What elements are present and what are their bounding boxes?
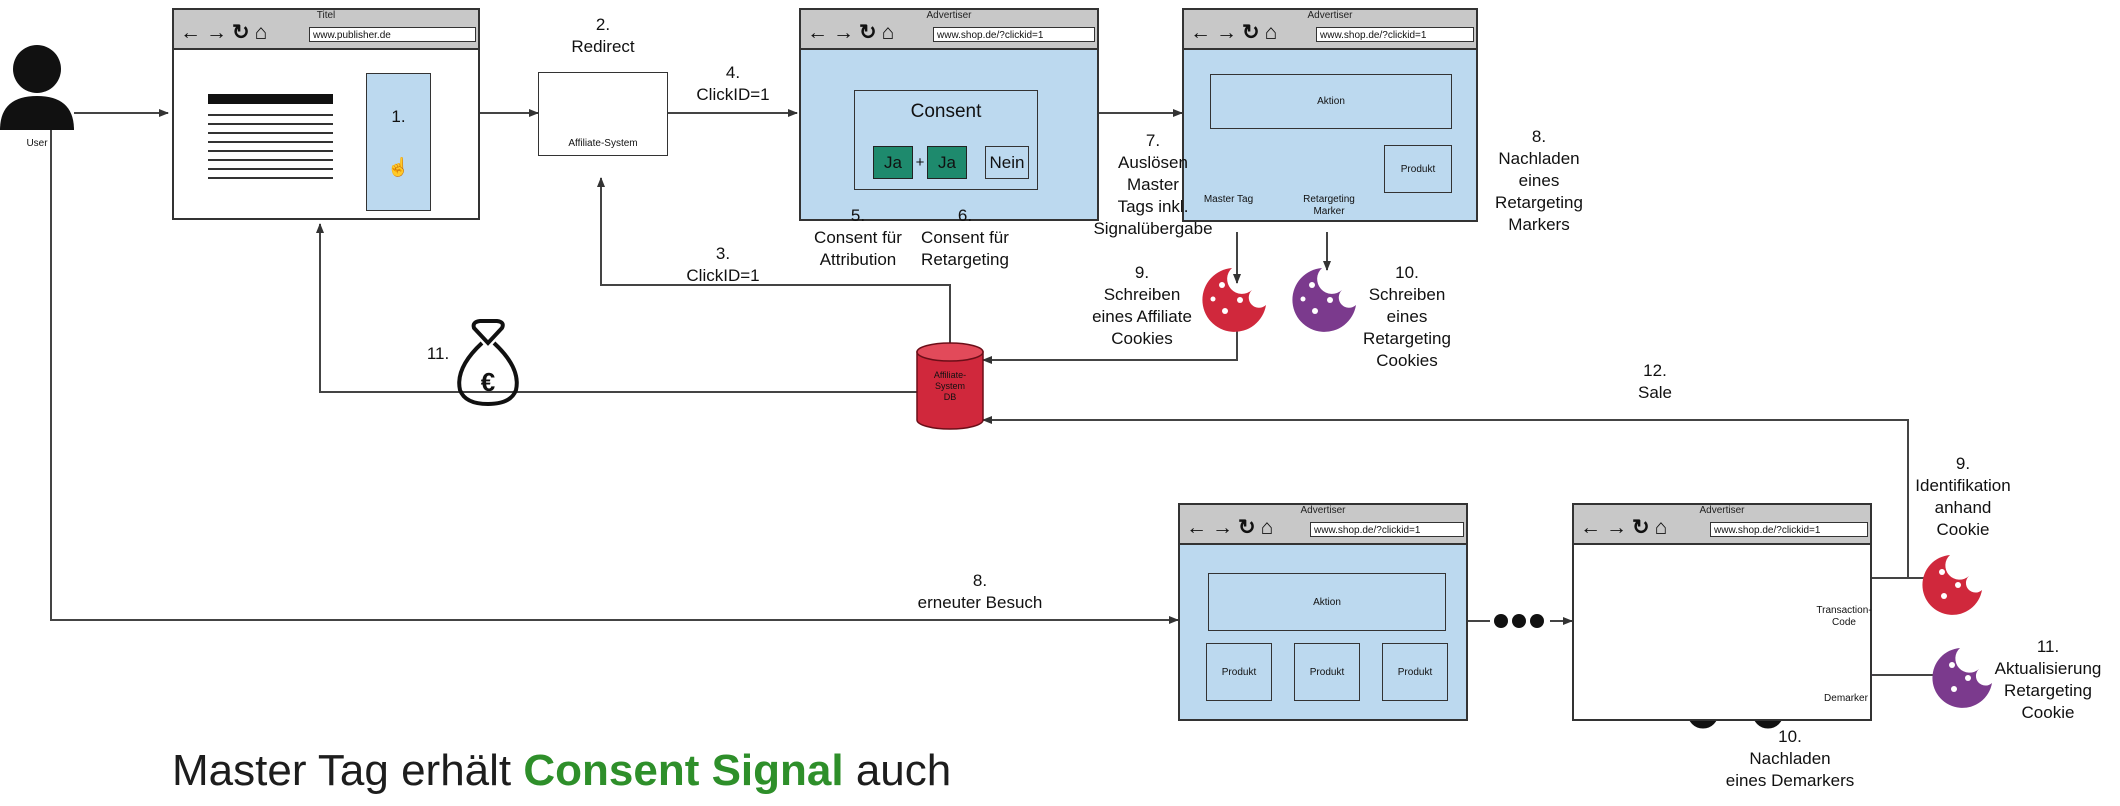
arrow-clickid-to-affiliate xyxy=(597,177,951,375)
browser-chrome: Advertiser ←→↻⌂ www.shop.de/?clickid=1 xyxy=(1180,505,1466,545)
aktion-box[interactable]: Aktion xyxy=(1210,74,1452,129)
db-label: Affiliate- System DB xyxy=(933,370,967,402)
publisher-window[interactable]: Titel ←→↻⌂ www.publisher.de 1. ☝ xyxy=(172,8,480,220)
aktion-box[interactable]: Aktion xyxy=(1208,573,1446,631)
money-bag-icon: € xyxy=(457,319,519,407)
headline-bar xyxy=(208,94,333,104)
advertiser-cart-window[interactable]: Advertiser ←→↻⌂ www.shop.de/?clickid=1 T… xyxy=(1572,503,1872,721)
identification-cookie-icon xyxy=(1922,555,1982,615)
consent-dialog: Consent xyxy=(854,90,1038,190)
window-title: Advertiser xyxy=(1699,505,1745,516)
advertiser-top-content: Aktion Produkt Master Tag Retargeting Ma… xyxy=(1184,50,1476,220)
step-9-bottom-label: 9. Identifikation anhand Cookie xyxy=(1915,454,2011,539)
step-10-top-label: 10. Schreiben eines Retargeting Cookies xyxy=(1363,263,1451,370)
browser-chrome: Advertiser ←→↻⌂ www.shop.de/?clickid=1 xyxy=(1574,505,1870,545)
advertiser-window-top[interactable]: Advertiser ←→↻⌂ www.shop.de/?clickid=1 A… xyxy=(1182,8,1478,222)
affiliate-cookie-icon xyxy=(1202,268,1266,332)
consent-nein-button[interactable]: Nein xyxy=(985,146,1029,179)
text-lines xyxy=(208,114,333,116)
svg-text:€: € xyxy=(481,367,495,397)
consent-content: Consent Ja + Ja Nein xyxy=(801,50,1097,219)
browser-chrome: Titel ←→↻⌂ www.publisher.de xyxy=(174,10,478,50)
produkt-box-3[interactable]: Produkt xyxy=(1382,643,1448,701)
transaction-code-label: Transaction- Code xyxy=(1816,605,1872,628)
slide-heading: Master Tag erhält Consent Signal auch xyxy=(172,746,951,796)
address-bar[interactable]: www.shop.de/?clickid=1 xyxy=(933,27,1095,42)
step-4-label: 4. ClickID=1 xyxy=(696,63,770,104)
ad-banner[interactable]: 1. ☝ xyxy=(366,73,431,211)
step-8-bottom-label: 8. erneuter Besuch xyxy=(917,571,1043,612)
arrow-sale-to-db xyxy=(982,416,1909,578)
updated-retargeting-cookie-icon xyxy=(1932,648,1992,708)
heading-prefix: Master Tag erhält xyxy=(172,746,524,795)
browser-chrome: Advertiser ←→↻⌂ www.shop.de/?clickid=1 xyxy=(801,10,1097,50)
consent-ja-retargeting-button[interactable]: Ja xyxy=(927,146,967,179)
ellipsis-dots xyxy=(1494,614,1544,628)
advertiser-cart-content: Transaction- Code Demarker xyxy=(1574,545,1872,719)
affiliate-system-label: Affiliate-System xyxy=(568,138,638,149)
window-title: Advertiser xyxy=(1300,505,1346,516)
produkt-box[interactable]: Produkt xyxy=(1384,145,1452,193)
nav-icons[interactable]: ←→↻⌂ xyxy=(180,21,273,44)
window-title: Titel xyxy=(316,10,336,21)
produkt-box-2[interactable]: Produkt xyxy=(1294,643,1360,701)
step-1-label: 1. xyxy=(391,106,406,126)
step-11-bottom-label: 11. Aktualisierung Retargeting Cookie xyxy=(1994,637,2102,722)
affiliate-system-box: Affiliate-System xyxy=(538,72,668,156)
demarker-label: Demarker xyxy=(1824,693,1868,704)
heading-emphasis: Consent Signal xyxy=(523,746,844,795)
consent-ja-attribution-button[interactable]: Ja xyxy=(873,146,913,179)
step-9-top-label: 9. Schreiben eines Affiliate Cookies xyxy=(1092,263,1192,348)
step-3-label: 3. ClickID=1 xyxy=(686,244,760,285)
nav-icons[interactable]: ←→↻⌂ xyxy=(1186,516,1279,539)
master-tag-label: Master Tag xyxy=(1203,194,1254,205)
arrow-revisit xyxy=(50,130,1179,624)
retargeting-cookie-icon xyxy=(1292,268,1356,332)
step-8-top-label: 8. Nachladen eines Retargeting Markers xyxy=(1495,127,1583,234)
arrow-cookie-to-db xyxy=(982,320,1238,364)
browser-chrome: Advertiser ←→↻⌂ www.shop.de/?clickid=1 xyxy=(1184,10,1476,50)
affiliate-system-db-icon xyxy=(916,342,984,430)
nav-icons[interactable]: ←→↻⌂ xyxy=(807,21,900,44)
nav-icons[interactable]: ←→↻⌂ xyxy=(1580,516,1673,539)
step-12-label: 12. Sale xyxy=(1637,361,1673,402)
click-hand-icon: ☝ xyxy=(387,156,410,177)
window-title: Advertiser xyxy=(1307,10,1353,21)
user-icon xyxy=(0,45,74,130)
step-7-label: 7. Auslösen Master Tags inkl. Signalüber… xyxy=(1093,131,1213,238)
step-10-bottom-label: 10. Nachladen eines Demarkers xyxy=(1725,727,1855,790)
step-5-label: 5. Consent für Attribution xyxy=(814,206,902,269)
step-2-label: 2. Redirect xyxy=(571,15,635,56)
step-11-top-label: 11. xyxy=(426,344,450,363)
step-6-label: 6. Consent für Retargeting xyxy=(921,206,1009,269)
address-bar[interactable]: www.publisher.de xyxy=(309,27,476,42)
window-title: Advertiser xyxy=(926,10,972,21)
retargeting-marker-label: Retargeting Marker xyxy=(1303,194,1355,217)
address-bar[interactable]: www.shop.de/?clickid=1 xyxy=(1310,522,1464,537)
arrow-db-to-publisher xyxy=(316,223,917,393)
consent-window[interactable]: Advertiser ←→↻⌂ www.shop.de/?clickid=1 C… xyxy=(799,8,1099,221)
consent-plus: + xyxy=(915,154,925,171)
consent-title: Consent xyxy=(910,101,982,122)
address-bar[interactable]: www.shop.de/?clickid=1 xyxy=(1710,522,1868,537)
address-bar[interactable]: www.shop.de/?clickid=1 xyxy=(1316,27,1474,42)
produkt-box-1[interactable]: Produkt xyxy=(1206,643,1272,701)
advertiser-window-bottom[interactable]: Advertiser ←→↻⌂ www.shop.de/?clickid=1 A… xyxy=(1178,503,1468,721)
user-label: User xyxy=(26,138,48,149)
nav-icons[interactable]: ←→↻⌂ xyxy=(1190,21,1283,44)
advertiser-bottom-content: Aktion Produkt Produkt Produkt xyxy=(1180,545,1466,719)
publisher-content: 1. ☝ xyxy=(174,50,478,218)
heading-suffix: auch xyxy=(843,746,952,795)
